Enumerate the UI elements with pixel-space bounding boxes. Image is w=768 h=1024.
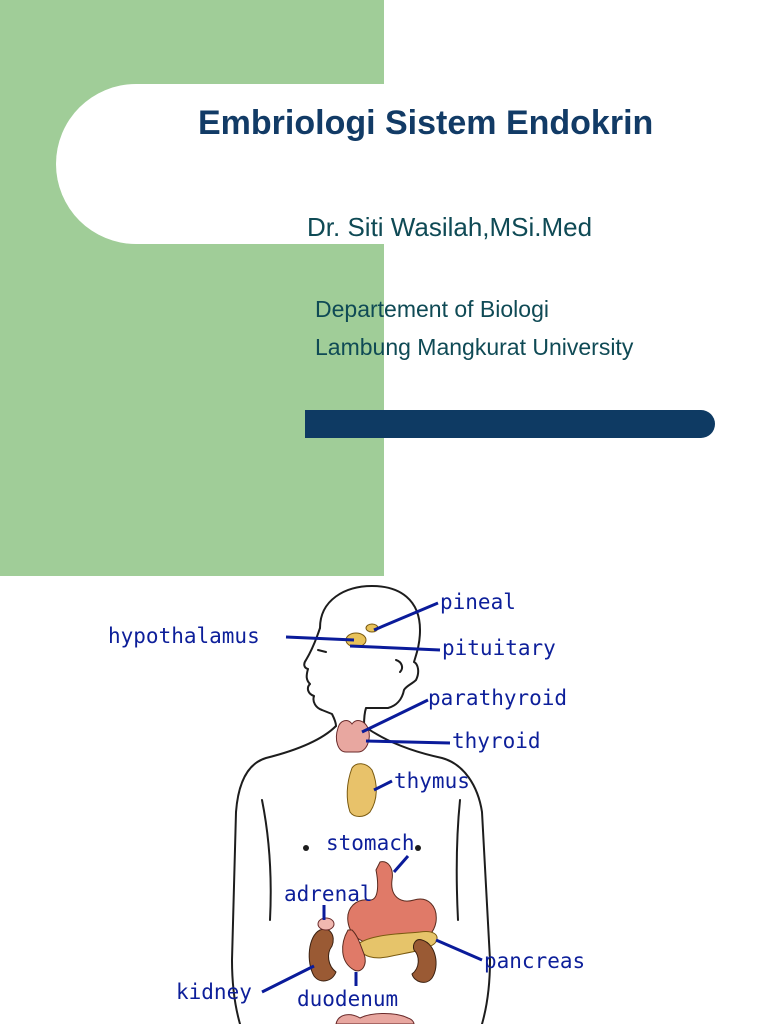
accent-bar bbox=[305, 410, 715, 438]
left-adrenal-gland bbox=[317, 917, 335, 931]
label-duodenum: duodenum bbox=[297, 987, 398, 1011]
pancreas-organ bbox=[357, 931, 438, 959]
intestine-organ bbox=[335, 1013, 415, 1024]
label-stomach: stomach bbox=[326, 831, 415, 855]
left-kidney bbox=[308, 928, 337, 982]
organ-illustrations bbox=[308, 623, 438, 1024]
human-body-outline bbox=[231, 585, 491, 1024]
duodenum-organ bbox=[342, 929, 366, 972]
right-kidney bbox=[411, 939, 437, 983]
thymus-gland bbox=[346, 763, 377, 817]
affiliation: Departement of Biologi Lambung Mangkurat… bbox=[315, 290, 633, 366]
organ-labels: pineal hypothalamus pituitary parathyroi… bbox=[108, 590, 585, 1011]
leader-lines bbox=[261, 601, 483, 994]
thyroid-gland bbox=[335, 720, 370, 753]
label-pineal: pineal bbox=[440, 590, 516, 614]
department-name: Departement of Biologi bbox=[315, 296, 549, 322]
author-name: Dr. Siti Wasilah,MSi.Med bbox=[307, 212, 593, 242]
label-kidney: kidney bbox=[176, 980, 252, 1004]
label-adrenal: adrenal bbox=[284, 882, 373, 906]
label-hypothalamus: hypothalamus bbox=[108, 624, 260, 648]
label-pituitary: pituitary bbox=[442, 636, 556, 660]
label-pancreas: pancreas bbox=[484, 949, 585, 973]
title-banner bbox=[56, 84, 768, 244]
label-thyroid: thyroid bbox=[452, 729, 541, 753]
endocrine-system-diagram: pineal hypothalamus pituitary parathyroi… bbox=[108, 585, 585, 1024]
slide-title: Embriologi Sistem Endokrin bbox=[198, 104, 654, 142]
label-thymus: thymus bbox=[394, 769, 470, 793]
label-parathyroid: parathyroid bbox=[428, 686, 567, 710]
university-name: Lambung Mangkurat University bbox=[315, 334, 634, 360]
